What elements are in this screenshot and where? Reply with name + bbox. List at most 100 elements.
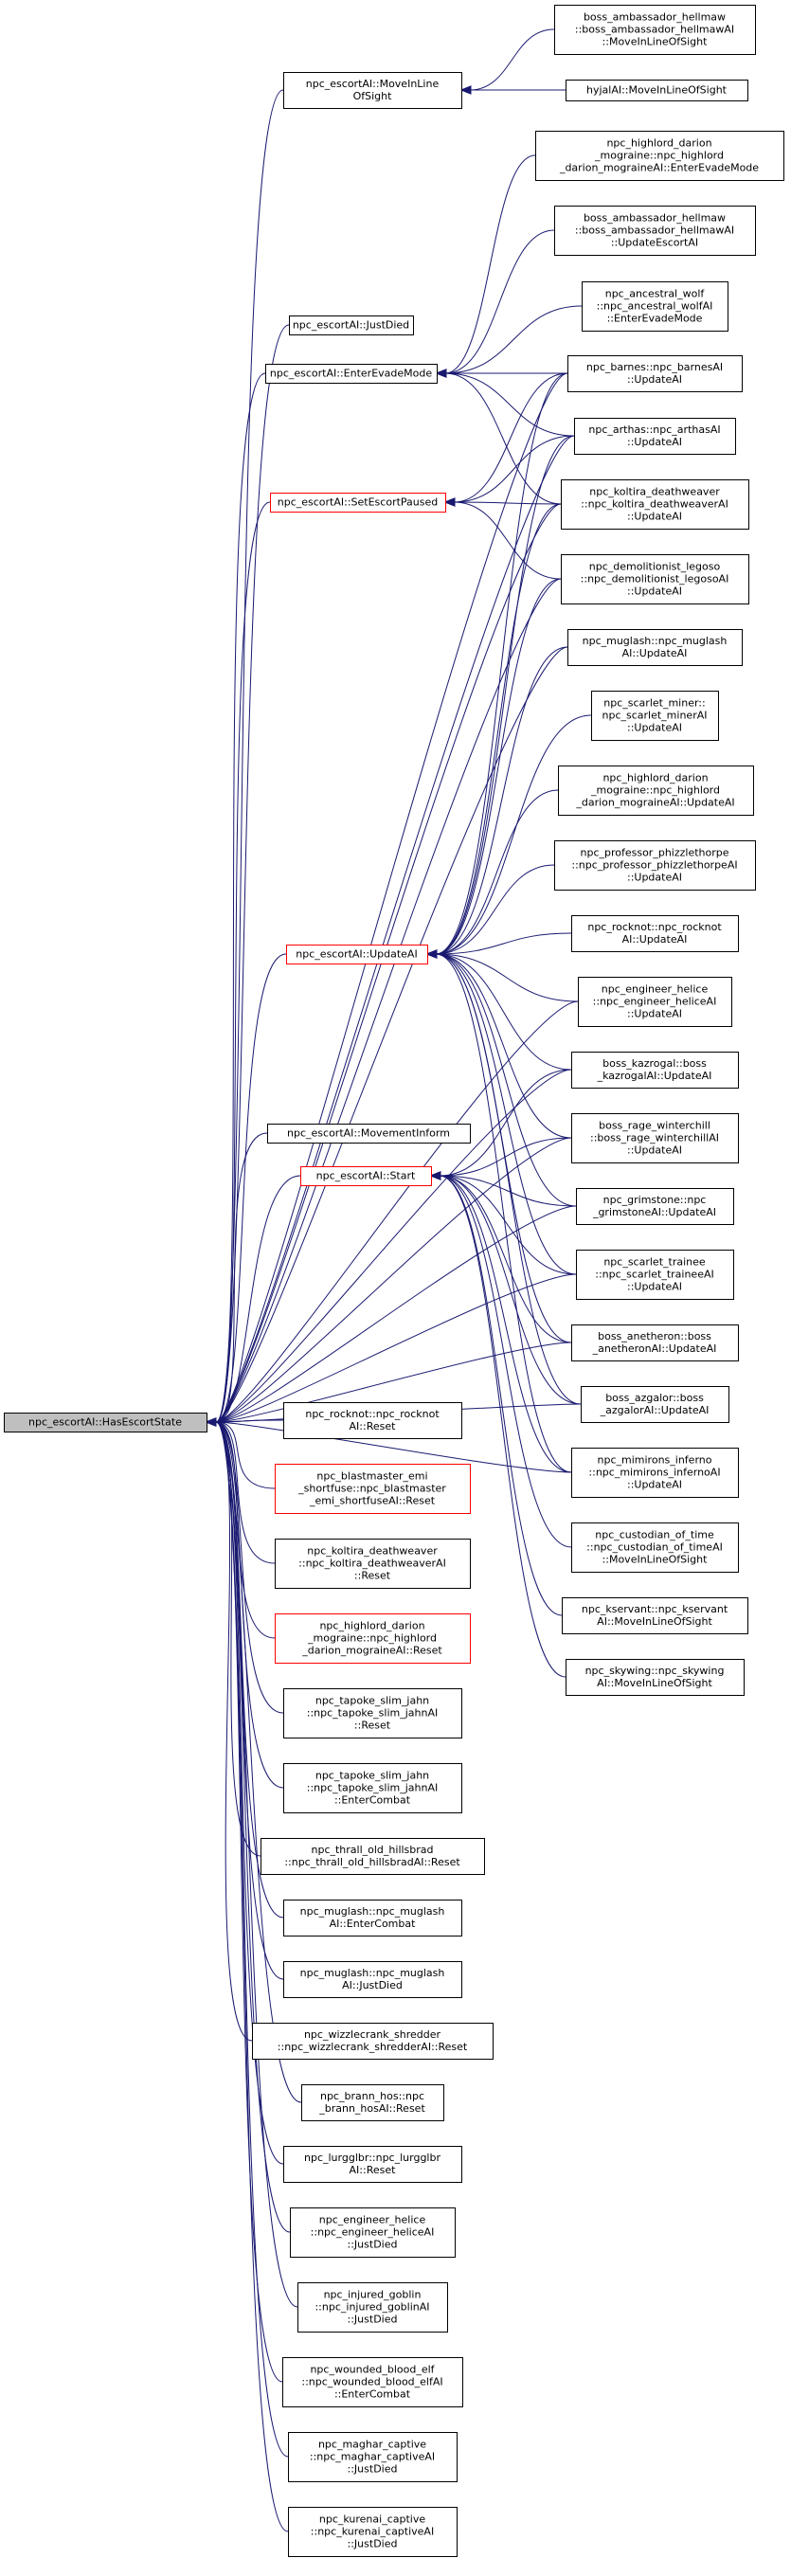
node-box bbox=[267, 1124, 471, 1144]
function-node-maghar[interactable]: npc_maghar_captive::npc_maghar_captiveAI… bbox=[288, 2432, 458, 2482]
edge-line bbox=[435, 714, 592, 955]
edge-line bbox=[435, 646, 568, 955]
function-node-phizz[interactable]: npc_professor_phizzlethorpe::npc_profess… bbox=[554, 840, 756, 891]
node-label: ::UpdateAI bbox=[627, 1008, 682, 1020]
function-node-scarlet-trainee[interactable]: npc_scarlet_trainee::npc_scarlet_trainee… bbox=[576, 1250, 734, 1300]
function-node-kazrogal[interactable]: boss_kazrogal::boss_kazrogalAI::UpdateAI bbox=[571, 1052, 739, 1089]
function-node-anetheron[interactable]: boss_anetheron::boss_anetheronAI::Update… bbox=[571, 1324, 739, 1361]
function-node-setpaused[interactable]: npc_escortAI::SetEscortPaused bbox=[270, 493, 446, 513]
function-node-hdm-upd[interactable]: npc_highlord_darion_mograine::npc_highlo… bbox=[558, 766, 754, 816]
node-box bbox=[283, 1900, 462, 1937]
node-label: _azgalorAI::UpdateAI bbox=[600, 1404, 710, 1416]
node-box bbox=[297, 2282, 448, 2333]
edge-line bbox=[435, 953, 582, 1405]
node-label: npc_koltira_deathweaver bbox=[589, 486, 720, 498]
function-node-updateai[interactable]: npc_escortAI::UpdateAI bbox=[286, 945, 428, 964]
function-node-moveinlos[interactable]: npc_escortAI::MoveInLineOfSight bbox=[283, 72, 462, 109]
node-label: ::Reset bbox=[354, 1720, 391, 1732]
node-label: ::EnterEvadeMode bbox=[607, 313, 703, 325]
function-node-custodian[interactable]: npc_custodian_of_time::npc_custodian_of_… bbox=[571, 1522, 739, 1573]
function-node-kservant[interactable]: npc_kservant::npc_kservantAI::MoveInLine… bbox=[562, 1597, 748, 1634]
node-box bbox=[576, 1188, 734, 1225]
function-node-goblin[interactable]: npc_injured_goblin::npc_injured_goblinAI… bbox=[297, 2282, 448, 2333]
function-node-skywing[interactable]: npc_skywing::npc_skywingAI::MoveInLineOf… bbox=[566, 1659, 745, 1696]
function-node-woundedelf[interactable]: npc_wounded_blood_elf::npc_wounded_blood… bbox=[282, 2357, 463, 2407]
function-node-helice-jd[interactable]: npc_engineer_helice::npc_engineer_helice… bbox=[290, 2207, 456, 2258]
function-node-scarlet-miner[interactable]: npc_scarlet_miner::npc_scarlet_minerAI::… bbox=[591, 691, 719, 741]
edge-line bbox=[435, 864, 555, 955]
edge-line bbox=[215, 578, 562, 1423]
function-node-tapoke-ec[interactable]: npc_tapoke_slim_jahn::npc_tapoke_slim_ja… bbox=[283, 1763, 462, 1813]
edge-line bbox=[444, 372, 562, 505]
function-node-bah-mlos[interactable]: boss_ambassador_hellmaw::boss_ambassador… bbox=[554, 5, 756, 55]
node-label: npc_kurenai_captive bbox=[319, 2513, 425, 2526]
node-label: _grimstoneAI::UpdateAI bbox=[592, 1206, 716, 1218]
call-edge bbox=[429, 1171, 566, 1678]
edge-line bbox=[439, 1175, 566, 1678]
node-label: ::UpdateAI bbox=[627, 1479, 682, 1491]
function-node-justdied[interactable]: npc_escortAI::JustDied bbox=[289, 315, 414, 335]
edge-line bbox=[215, 501, 271, 1423]
node-label: npc_thrall_old_hillsbrad bbox=[311, 1844, 433, 1856]
function-node-brann[interactable]: npc_brann_hos::npc_brann_hosAI::Reset bbox=[301, 2084, 444, 2121]
function-node-azgalor[interactable]: boss_azgalor::boss_azgalorAI::UpdateAI bbox=[581, 1386, 729, 1423]
node-box bbox=[270, 493, 446, 513]
nodes-layer: npc_escortAI::HasEscortState npc_escortAI… bbox=[4, 5, 784, 2557]
function-node-arthas[interactable]: npc_arthas::npc_arthasAI::UpdateAI bbox=[574, 418, 736, 455]
function-node-helice-u[interactable]: npc_engineer_helice::npc_engineer_helice… bbox=[578, 977, 732, 1027]
function-node-koltira-r[interactable]: npc_koltira_deathweaver::npc_koltira_dea… bbox=[275, 1539, 471, 1589]
function-node-koltira-u[interactable]: npc_koltira_deathweaver::npc_koltira_dea… bbox=[561, 479, 749, 530]
function-node-aw-eva[interactable]: npc_ancestral_wolf::npc_ancestral_wolfAI… bbox=[582, 281, 728, 332]
function-node-blastmaster[interactable]: npc_blastmaster_emi_shortfuse::npc_blast… bbox=[275, 1464, 471, 1514]
edge-line bbox=[215, 372, 266, 1423]
node-label: ::boss_rage_winterchillAI bbox=[590, 1132, 719, 1144]
node-label: ::npc_professor_phizzlethorpeAI bbox=[571, 859, 737, 872]
edge-line bbox=[215, 372, 568, 1423]
function-node-barnes[interactable]: npc_barnes::npc_barnesAI::UpdateAI bbox=[567, 355, 743, 392]
function-node-kurenai[interactable]: npc_kurenai_captive::npc_kurenai_captive… bbox=[288, 2507, 458, 2557]
node-label: npc_engineer_helice bbox=[319, 2214, 426, 2226]
function-node-start[interactable]: npc_escortAI::Start bbox=[300, 1166, 432, 1186]
node-box bbox=[561, 554, 749, 604]
node-label: ::npc_tapoke_slim_jahnAI bbox=[307, 1782, 439, 1794]
edge-line bbox=[215, 1132, 268, 1423]
node-box bbox=[290, 2207, 456, 2258]
function-node-hdm-r[interactable]: npc_highlord_darion_mograine::npc_highlo… bbox=[275, 1613, 471, 1664]
node-label: boss_rage_winterchill bbox=[599, 1120, 710, 1132]
node-label: ::EnterCombat bbox=[334, 2388, 411, 2401]
edges-layer bbox=[205, 28, 592, 2532]
function-node-tapoke-r[interactable]: npc_tapoke_slim_jahn::npc_tapoke_slim_ja… bbox=[283, 1688, 462, 1738]
node-box bbox=[288, 2507, 458, 2557]
call-edge bbox=[205, 1132, 268, 1427]
root-function-node[interactable]: npc_escortAI::HasEscortState bbox=[4, 1413, 207, 1432]
function-node-hyjal-mlos[interactable]: hyjalAI::MoveInLineOfSight bbox=[566, 80, 748, 101]
function-node-grimstone[interactable]: npc_grimstone::npc_grimstoneAI::UpdateAI bbox=[576, 1188, 734, 1225]
function-node-bah-upd[interactable]: boss_ambassador_hellmaw::boss_ambassador… bbox=[554, 206, 756, 256]
function-node-moveinform[interactable]: npc_escortAI::MovementInform bbox=[267, 1124, 471, 1144]
call-edge bbox=[205, 1000, 579, 1427]
function-node-wizzlecrank[interactable]: npc_wizzlecrank_shredder::npc_wizzlecran… bbox=[252, 2023, 494, 2060]
call-edge bbox=[205, 1175, 301, 1427]
node-box bbox=[571, 1448, 739, 1498]
function-node-entereva[interactable]: npc_escortAI::EnterEvadeMode bbox=[265, 364, 438, 384]
node-label: ::JustDied bbox=[348, 2538, 398, 2550]
edge-line bbox=[435, 435, 575, 955]
node-box bbox=[289, 315, 414, 335]
function-node-winterchill[interactable]: boss_rage_winterchill::boss_rage_winterc… bbox=[571, 1113, 739, 1163]
node-label: AI::Reset bbox=[350, 1420, 397, 1432]
function-node-legoso[interactable]: npc_demolitionist_legoso::npc_demolition… bbox=[561, 554, 749, 604]
function-node-thrall[interactable]: npc_thrall_old_hillsbrad::npc_thrall_old… bbox=[261, 1838, 485, 1875]
function-node-hdm-eva[interactable]: npc_highlord_darion_mograine::npc_highlo… bbox=[535, 131, 784, 181]
node-label: ::UpdateAI bbox=[627, 585, 682, 598]
edge-line bbox=[215, 1069, 572, 1423]
call-edge bbox=[205, 1417, 289, 2532]
function-node-mimiron[interactable]: npc_mimirons_inferno::npc_mimirons_infer… bbox=[571, 1448, 739, 1498]
edge-line bbox=[435, 953, 572, 1071]
node-box bbox=[301, 2084, 444, 2121]
